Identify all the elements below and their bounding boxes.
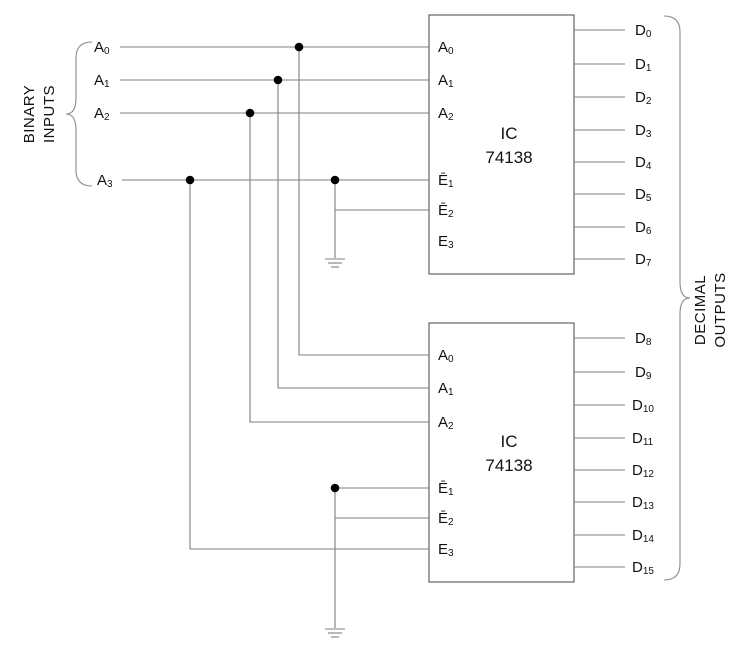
chip-upper-part: 74138 <box>485 148 532 167</box>
chip-upper-pin-a0: A0 <box>438 39 454 57</box>
output-label-d15: D15 <box>632 559 654 577</box>
binary-inputs-line1: BINARY <box>21 85 38 144</box>
decimal-outputs-line2: OUTPUTS <box>712 272 729 347</box>
output-label-d3: D3 <box>635 122 652 140</box>
chip-upper-body <box>428 14 575 275</box>
junction-a1 <box>273 75 283 85</box>
output-label-d9: D9 <box>635 364 652 382</box>
decimal-outputs-line1: DECIMAL <box>692 275 709 345</box>
decimal-outputs-label: DECIMAL OUTPUTS <box>692 272 729 347</box>
output-label-d4: D4 <box>635 154 652 172</box>
wires <box>120 46 429 628</box>
wire-a3-down <box>189 180 429 550</box>
chip-lower-part: 74138 <box>485 456 532 475</box>
output-label-d1: D1 <box>635 56 652 74</box>
output-label-d12: D12 <box>632 462 654 480</box>
output-label-d7: D7 <box>635 251 652 269</box>
chip-lower-name: IC <box>501 432 518 451</box>
input-label-a3: A3 <box>97 172 113 190</box>
outputs-brace <box>663 15 691 581</box>
output-label-d0: D0 <box>635 22 652 40</box>
binary-inputs-line2: INPUTS <box>41 85 58 143</box>
chip-lower-pin-a0: A0 <box>438 347 454 365</box>
input-label-a2: A2 <box>94 105 110 123</box>
chip-lower: IC 74138 A0 A1 A2 Ē1 Ē2 E3 D8 D9 D10 D11… <box>428 322 654 583</box>
output-label-d8: D8 <box>635 330 652 348</box>
input-label-a1: A1 <box>94 72 110 90</box>
chip-upper-pin-a1: A1 <box>438 72 454 90</box>
inputs-brace <box>65 41 93 187</box>
chip-lower-pin-e3: E3 <box>438 541 454 559</box>
chip-lower-pin-e2: Ē2 <box>438 510 454 528</box>
junction-a2 <box>245 108 255 118</box>
chip-lower-body <box>428 322 575 583</box>
chip-lower-pin-a2: A2 <box>438 414 454 432</box>
binary-inputs-label: BINARY INPUTS <box>21 85 58 144</box>
output-label-d5: D5 <box>635 186 652 204</box>
junction-lower-enable <box>330 483 340 493</box>
ground-symbol-lower <box>325 628 345 638</box>
chip-upper-pin-e2: Ē2 <box>438 202 454 220</box>
wire-a0-down <box>298 47 429 356</box>
chip-upper: IC 74138 A0 A1 A2 Ē1 Ē2 E3 D0 D1 D2 D3 D… <box>428 14 652 275</box>
output-label-d14: D14 <box>632 527 654 545</box>
input-label-a0: A0 <box>94 39 110 57</box>
chip-upper-pin-e3: E3 <box>438 233 454 251</box>
ground-symbol-upper <box>325 258 345 268</box>
output-label-d11: D11 <box>632 430 654 448</box>
chip-upper-name: IC <box>501 124 518 143</box>
junction-a0 <box>294 42 304 52</box>
output-label-d10: D10 <box>632 397 654 415</box>
output-label-d13: D13 <box>632 494 654 512</box>
chip-lower-pin-a1: A1 <box>438 380 454 398</box>
wire-a2-down <box>249 113 429 423</box>
chip-upper-pin-a2: A2 <box>438 105 454 123</box>
output-label-d2: D2 <box>635 89 652 107</box>
chip-upper-pin-e1: Ē1 <box>438 172 454 190</box>
wire-a1-down <box>277 80 429 389</box>
chip-lower-pin-e1: Ē1 <box>438 480 454 498</box>
junctions <box>185 42 340 493</box>
output-label-d6: D6 <box>635 219 652 237</box>
junction-a3 <box>185 175 195 185</box>
junction-upper-enable <box>330 175 340 185</box>
